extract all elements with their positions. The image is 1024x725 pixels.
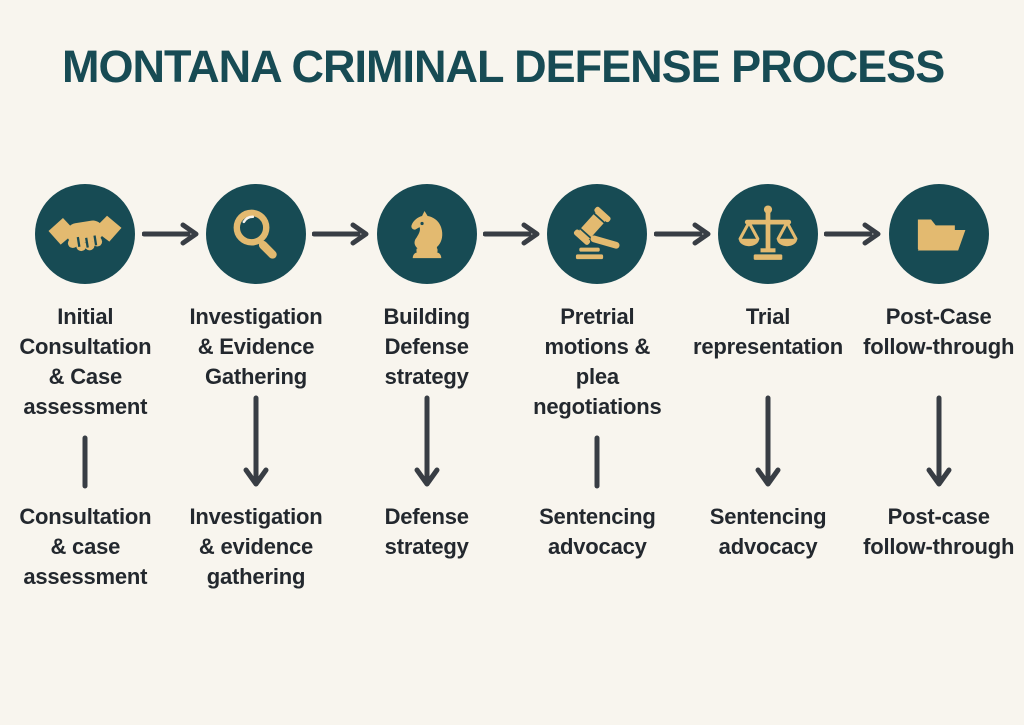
magnifying-glass-icon	[233, 210, 277, 260]
step-title: Pretrial motions & plea negotiations	[533, 304, 662, 420]
right-arrow-icon	[824, 222, 881, 246]
step-circle	[35, 184, 136, 285]
right-arrow-icon	[654, 222, 711, 246]
step-title: Investigation & Evidence Gathering	[189, 304, 323, 390]
connector	[81, 422, 89, 489]
handshake-icon	[48, 216, 122, 252]
step-circle	[888, 184, 989, 285]
substep-label: Post-case follow-through	[863, 504, 1015, 560]
vertical-line	[594, 435, 600, 489]
down-arrow-icon	[755, 395, 781, 487]
right-arrow-icon	[312, 222, 369, 246]
substep-label: Consultation & case assessment	[19, 504, 152, 590]
infographic-canvas: MONTANA CRIMINAL DEFENSE PROCESS	[0, 41, 1024, 725]
scales-of-justice-icon	[738, 205, 798, 261]
down-arrow-icon	[414, 395, 440, 487]
step-trial-representation: Trial representation Sentencing advocacy	[683, 184, 854, 592]
step-circle	[206, 184, 306, 285]
connector	[925, 395, 953, 488]
step-title: Building Defense strategy	[383, 304, 470, 390]
substep-label: Defense strategy	[384, 504, 469, 560]
step-circle	[376, 184, 477, 285]
step-pretrial-motions: Pretrial motions & plea negotiations Sen…	[512, 184, 683, 592]
step-defense-strategy: Building Defense strategy Defense strate…	[341, 184, 512, 592]
process-flow: Initial Consultation & Case assessment C…	[0, 184, 1024, 592]
substep-label: Sentencing advocacy	[539, 504, 656, 560]
step-initial-consultation: Initial Consultation & Case assessment C…	[0, 184, 171, 592]
vertical-line	[82, 435, 88, 489]
page-title: MONTANA CRIMINAL DEFENSE PROCESS	[62, 41, 945, 92]
connector	[413, 395, 441, 488]
gavel-icon	[574, 207, 620, 260]
step-circle	[547, 184, 648, 285]
down-arrow-icon	[243, 395, 269, 487]
down-arrow-icon	[926, 395, 952, 487]
step-title: Post-Case follow-through	[863, 304, 1015, 360]
step-post-case: Post-Case follow-through Post-case follo…	[853, 184, 1024, 592]
right-arrow-icon	[483, 222, 540, 246]
substep-label: Sentencing advocacy	[709, 504, 827, 560]
step-circle	[718, 184, 819, 285]
step-investigation: Investigation & Evidence Gathering Inves…	[171, 184, 342, 592]
connector	[754, 395, 782, 488]
substep-label: Investigation & evidence gathering	[189, 504, 323, 590]
folder-icon	[917, 219, 966, 251]
chess-knight-icon	[411, 211, 442, 259]
right-arrow-icon	[142, 222, 199, 246]
connector	[242, 395, 270, 488]
step-title: Trial representation	[693, 304, 844, 360]
connector	[593, 422, 601, 489]
step-title: Initial Consultation & Case assessment	[19, 304, 152, 420]
